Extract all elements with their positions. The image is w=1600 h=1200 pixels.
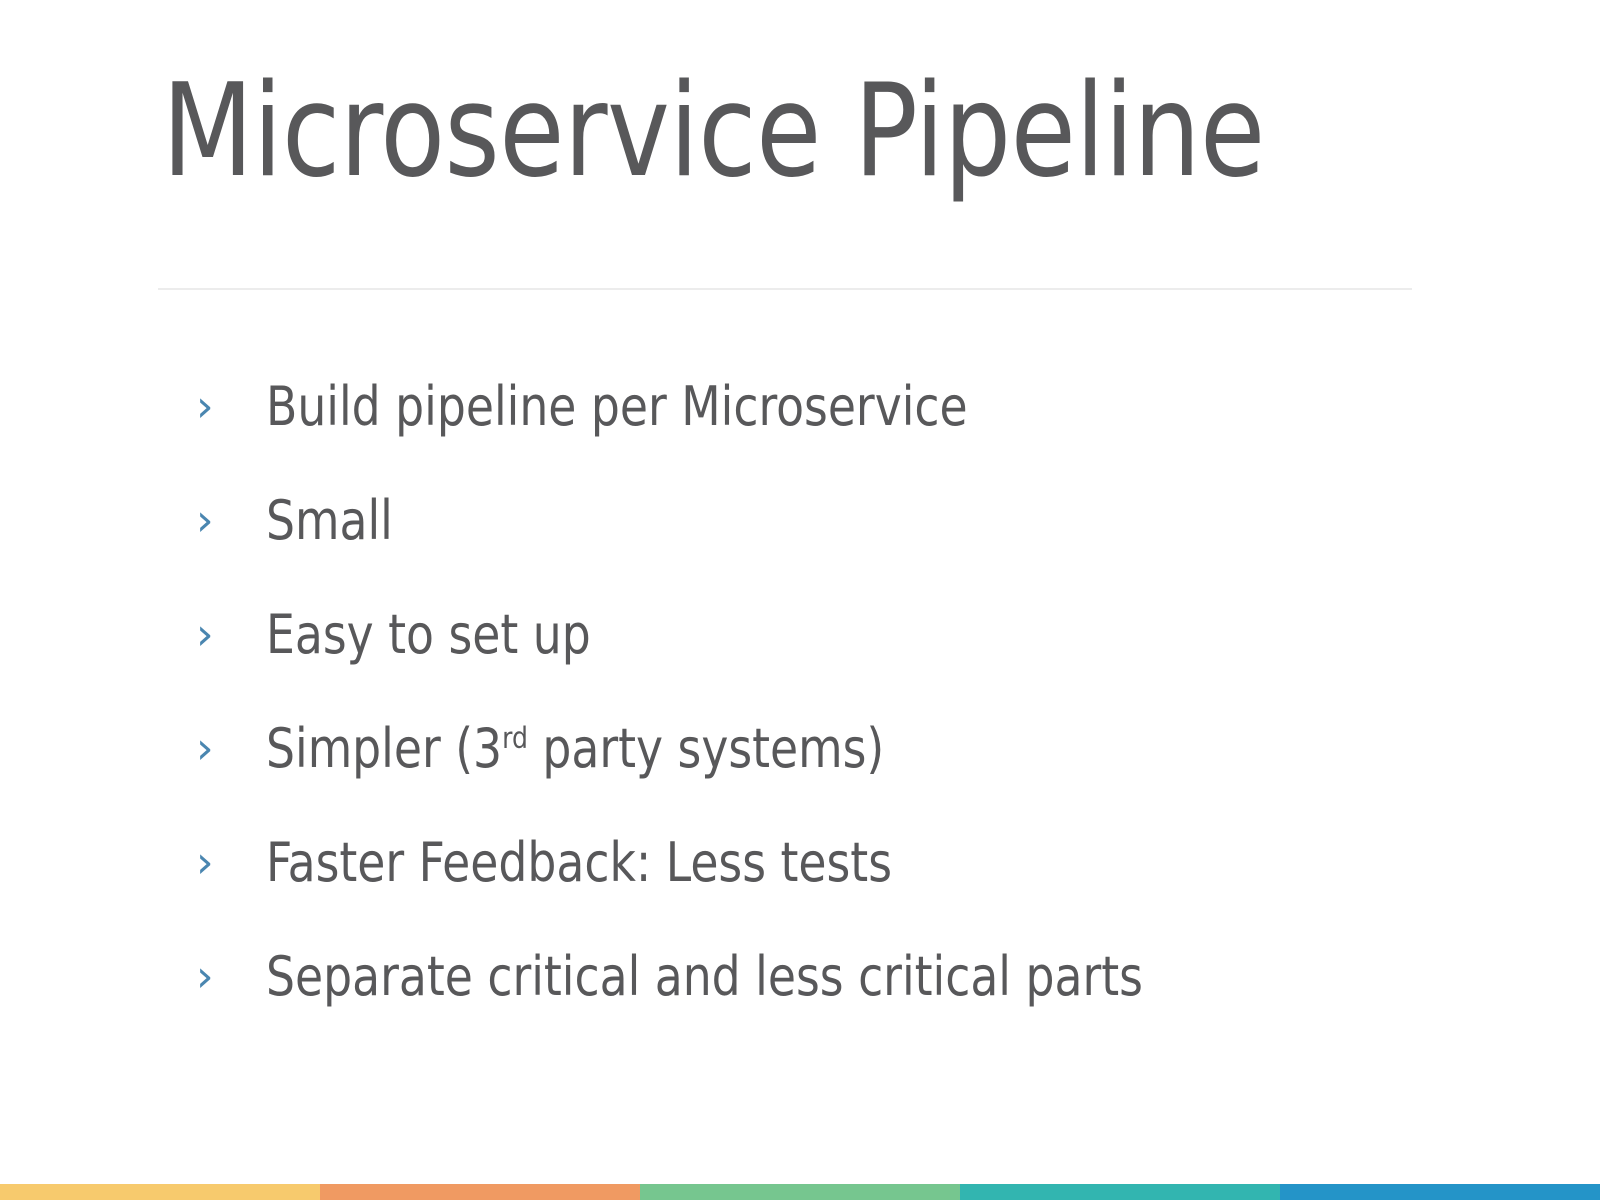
footer-segment-green <box>640 1184 960 1200</box>
ordinal-suffix: rd <box>502 720 528 756</box>
bullet-list: › Build pipeline per Microservice › Smal… <box>196 350 1496 1034</box>
list-item[interactable]: › Build pipeline per Microservice <box>196 350 1496 464</box>
list-item[interactable]: › Small <box>196 464 1496 578</box>
list-item-label: Easy to set up <box>266 602 591 666</box>
list-item[interactable]: › Easy to set up <box>196 578 1496 692</box>
list-item[interactable]: › Simpler (3rd party systems) <box>196 692 1496 806</box>
chevron-right-icon: › <box>196 609 214 660</box>
list-item-label: Build pipeline per Microservice <box>266 374 968 438</box>
chevron-right-icon: › <box>196 951 214 1002</box>
chevron-right-icon: › <box>196 381 214 432</box>
chevron-right-icon: › <box>196 837 214 888</box>
chevron-right-icon: › <box>196 495 214 546</box>
footer-segment-blue <box>1280 1184 1600 1200</box>
list-item-label: Faster Feedback: Less tests <box>266 830 893 894</box>
list-item-label-suffix: party systems) <box>527 716 885 780</box>
page-title: Microservice Pipeline <box>162 57 1265 206</box>
footer-segment-orange <box>320 1184 640 1200</box>
list-item[interactable]: › Separate critical and less critical pa… <box>196 920 1496 1034</box>
footer-color-bar <box>0 1184 1600 1200</box>
title-divider <box>158 288 1412 290</box>
list-item[interactable]: › Faster Feedback: Less tests <box>196 806 1496 920</box>
list-item-label: Simpler (3rd party systems) <box>266 720 884 778</box>
chevron-right-icon: › <box>196 723 214 774</box>
list-item-label-prefix: Simpler (3 <box>266 716 503 780</box>
footer-segment-teal <box>960 1184 1280 1200</box>
list-item-label: Separate critical and less critical part… <box>266 944 1143 1008</box>
list-item-label: Small <box>266 488 393 552</box>
footer-segment-yellow <box>0 1184 320 1200</box>
